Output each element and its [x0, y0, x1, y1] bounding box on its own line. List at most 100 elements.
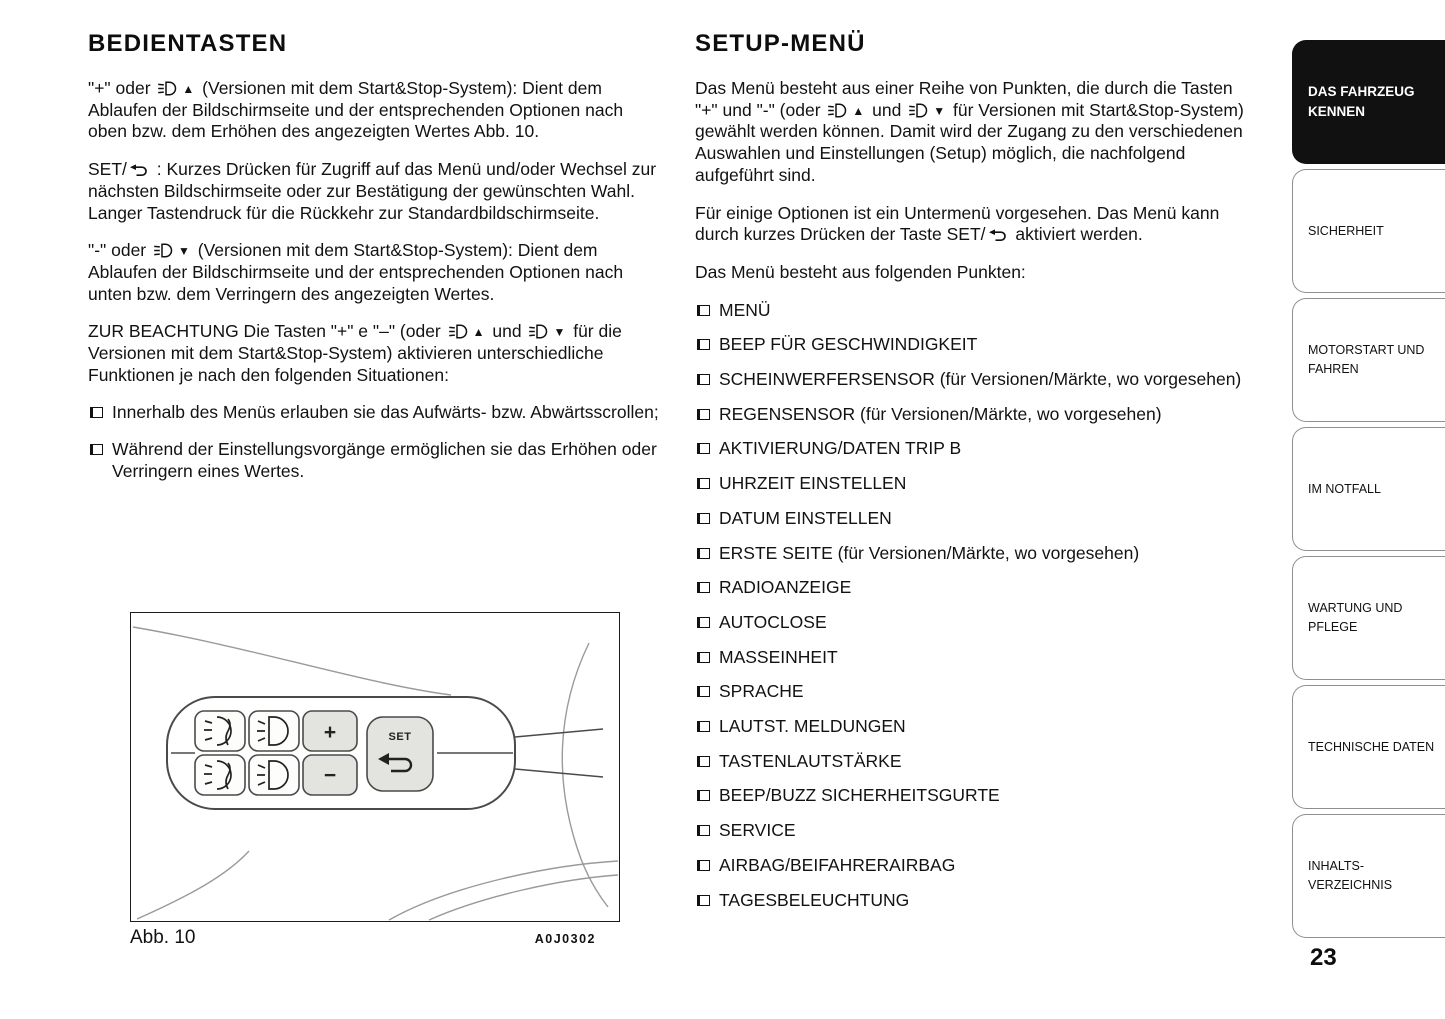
figure-plus-label: + [324, 721, 336, 744]
menu-item-text: RADIOANZEIGE [719, 577, 852, 598]
menu-item: TAGESBELEUCHTUNG [695, 890, 1257, 912]
menu-item: MASSEINHEIT [695, 647, 1257, 669]
sidebar-tab[interactable]: IM NOTFALL [1292, 427, 1445, 551]
sidebar-tab[interactable]: WARTUNG UND PFLEGE [1292, 556, 1445, 680]
down-triangle-icon: ▼ [933, 103, 946, 118]
menu-item: TASTENLAUTSTÄRKE [695, 751, 1257, 773]
square-bullet-icon [697, 512, 710, 524]
menu-item-text: BEEP FÜR GESCHWINDIGKEIT [719, 334, 978, 355]
menu-item: REGENSENSOR (für Versionen/Märkte, wo vo… [695, 404, 1257, 426]
headlight-icon [528, 324, 548, 339]
square-bullet-icon [697, 755, 710, 767]
up-triangle-icon: ▲ [182, 82, 195, 96]
menu-item: BEEP FÜR GESCHWINDIGKEIT [695, 334, 1257, 356]
paragraph-submenu: Für einige Optionen ist ein Untermenü vo… [695, 202, 1220, 245]
square-bullet-icon [697, 408, 710, 420]
down-triangle-icon: ▼ [553, 325, 566, 340]
right-column: SETUP-MENÜ Das Menü besteht aus einer Re… [695, 30, 1257, 924]
sidebar-tab[interactable]: TECHNISCHE DATEN [1292, 685, 1445, 809]
menu-item-text: AKTIVIERUNG/DATEN TRIP B [719, 438, 962, 459]
square-bullet-icon [697, 582, 710, 594]
sidebar-tab-label: IM NOTFALL [1308, 481, 1381, 496]
sidebar-tab[interactable]: MOTORSTART UND FAHREN [1292, 298, 1445, 422]
page-number: 23 [1310, 944, 1337, 971]
square-bullet-icon [697, 894, 710, 906]
menu-item-text: TASTENLAUTSTÄRKE [719, 750, 902, 771]
bullet-item: Während der Einstellungsvorgänge ermögli… [88, 439, 666, 482]
bullet-list: Innerhalb des Menüs erlauben sie das Auf… [88, 402, 666, 482]
figure-code: A0J0302 [534, 932, 596, 946]
return-arrow-icon [988, 229, 1009, 242]
sidebar-tab-label: INHALTS- VERZEICHNIS [1308, 859, 1393, 892]
figure-set-label: SET [389, 731, 412, 743]
square-bullet-icon [697, 721, 710, 733]
figure-return-arrow-icon [378, 753, 413, 773]
menu-item: AKTIVIERUNG/DATEN TRIP B [695, 438, 1257, 460]
headlight-icon [157, 81, 177, 96]
up-triangle-icon: ▲ [472, 325, 485, 340]
heading-setup-menue: SETUP-MENÜ [695, 30, 866, 57]
square-bullet-icon [697, 443, 710, 455]
menu-item-text: SCHEINWERFERSENSOR (für Versionen/Märkte… [719, 369, 1242, 390]
headlight-icon [153, 243, 173, 258]
paragraph-menu-intro: Das Menü besteht aus einer Reihe von Pun… [695, 78, 1244, 185]
menu-item-text: AUTOCLOSE [719, 611, 827, 632]
square-bullet-icon [90, 407, 103, 419]
paragraph-set-button: SET/ : Kurzes Drücken für Zugriff auf da… [88, 159, 657, 223]
paragraph-plus-button: "+" oder ▲ (Versionen mit dem Start&Stop… [88, 78, 624, 142]
control-stalk-illustration: + − SET [132, 626, 619, 921]
headlight-icon [908, 103, 928, 118]
left-column: BEDIENTASTEN "+" oder ▲ (Versionen mit d… [88, 30, 666, 498]
paragraph-minus-button: "-" oder ▼ (Versionen mit dem Start&Stop… [88, 240, 624, 304]
sidebar-tab-label: WARTUNG UND PFLEGE [1308, 601, 1403, 634]
sidebar-tab[interactable]: DAS FAHRZEUG KENNEN [1292, 40, 1445, 164]
menu-item-text: BEEP/BUZZ SICHERHEITSGURTE [719, 785, 1000, 806]
figure-minus-label: − [324, 764, 336, 787]
square-bullet-icon [697, 859, 710, 871]
figure-lamp-icons [204, 716, 289, 790]
square-bullet-icon [697, 304, 710, 316]
sidebar-tab[interactable]: INHALTS- VERZEICHNIS [1292, 814, 1445, 938]
menu-item: BEEP/BUZZ SICHERHEITSGURTE [695, 785, 1257, 807]
heading-bedientasten: BEDIENTASTEN [88, 30, 288, 57]
sidebar-tab-label: DAS FAHRZEUG KENNEN [1308, 84, 1415, 119]
sidebar-tab[interactable]: SICHERHEIT [1292, 169, 1445, 293]
bullet-item: Innerhalb des Menüs erlauben sie das Auf… [88, 402, 666, 424]
square-bullet-icon [697, 790, 710, 802]
menu-item: LAUTST. MELDUNGEN [695, 716, 1257, 738]
headlight-icon [448, 324, 468, 339]
menu-item: AIRBAG/BEIFAHRERAIRBAG [695, 855, 1257, 877]
sidebar-tab-label: SICHERHEIT [1308, 223, 1384, 238]
menu-item-text: LAUTST. MELDUNGEN [719, 716, 906, 737]
up-triangle-icon: ▲ [852, 103, 865, 118]
thumb-index: DAS FAHRZEUG KENNEN SICHERHEIT MOTORSTAR… [1292, 40, 1445, 943]
menu-item-text: DATUM EINSTELLEN [719, 507, 892, 528]
menu-item-text: AIRBAG/BEIFAHRERAIRBAG [719, 854, 956, 875]
menu-item: UHRZEIT EINSTELLEN [695, 473, 1257, 495]
figure-caption-row: Abb. 10 A0J0302 [130, 927, 620, 949]
bullet-text: Während der Einstellungsvorgänge ermögli… [112, 439, 657, 481]
menu-item-text: MASSEINHEIT [719, 646, 838, 667]
square-bullet-icon [697, 616, 710, 628]
menu-item: SCHEINWERFERSENSOR (für Versionen/Märkte… [695, 369, 1257, 391]
menu-item-text: MENÜ [719, 299, 771, 320]
menu-item: SERVICE [695, 820, 1257, 842]
menu-item-text: UHRZEIT EINSTELLEN [719, 473, 907, 494]
menu-item-text: ERSTE SEITE (für Versionen/Märkte, wo vo… [719, 542, 1140, 563]
sidebar-tab-label: TECHNISCHE DATEN [1308, 739, 1435, 754]
paragraph-menu-points: Das Menü besteht aus folgenden Punkten: [695, 261, 1026, 282]
square-bullet-icon [697, 339, 710, 351]
menu-item-text: REGENSENSOR (für Versionen/Märkte, wo vo… [719, 403, 1162, 424]
return-arrow-icon [129, 164, 150, 177]
menu-item-text: SERVICE [719, 820, 796, 841]
menu-item-text: SPRACHE [719, 681, 804, 702]
down-triangle-icon: ▼ [178, 244, 190, 259]
setup-menu-list: MENÜ BEEP FÜR GESCHWINDIGKEIT SCHEINWERF… [695, 300, 1257, 912]
menu-item: RADIOANZEIGE [695, 577, 1257, 599]
paragraph-zur-beachtung: ZUR BEACHTUNG Die Tasten "+" e "–" (oder… [88, 321, 622, 385]
square-bullet-icon [697, 478, 710, 490]
square-bullet-icon [90, 444, 103, 456]
menu-item: AUTOCLOSE [695, 612, 1257, 634]
square-bullet-icon [697, 547, 710, 559]
